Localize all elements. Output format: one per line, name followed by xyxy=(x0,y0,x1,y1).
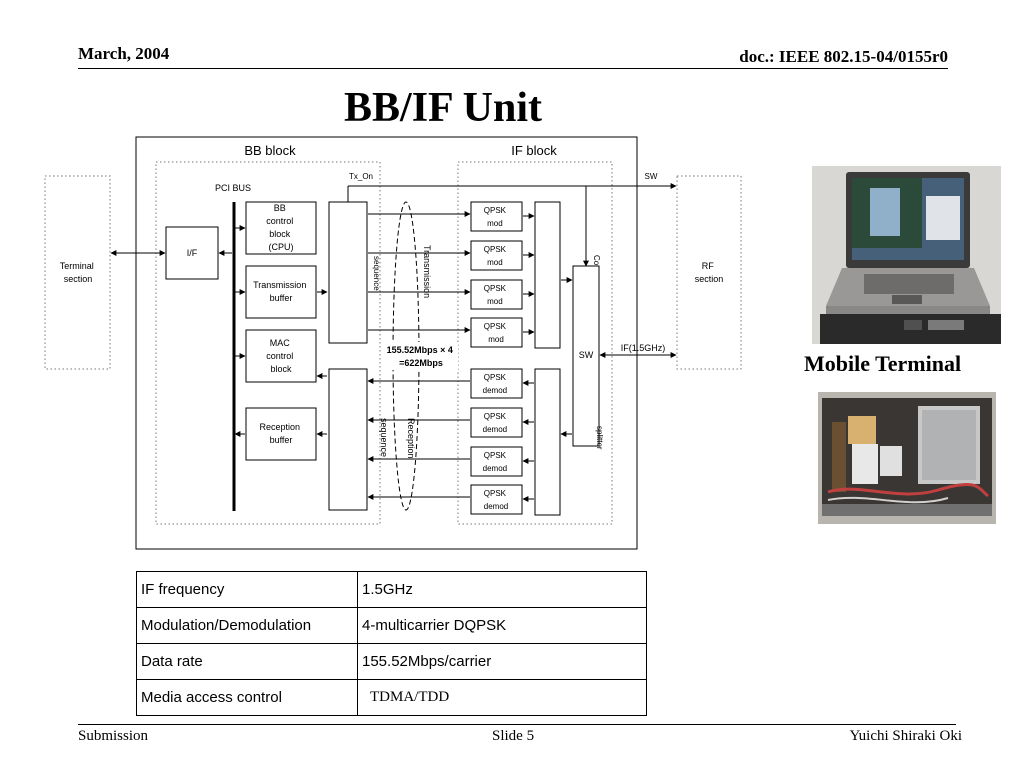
terminal-section-label: Terminal section xyxy=(60,261,97,284)
qpsk-demod-2 xyxy=(470,407,523,438)
if-interface-label: I/F xyxy=(187,248,198,258)
header-rule xyxy=(78,68,948,69)
table-row: IF frequency 1.5GHz xyxy=(136,571,647,608)
rf-section-label: RF section xyxy=(695,261,724,284)
table-cell: 1.5GHz xyxy=(357,571,647,608)
qpsk-demod-4 xyxy=(470,484,523,515)
spec-table: IF frequency 1.5GHz Modulation/Demodulat… xyxy=(136,571,647,716)
tx-on-label: Tx_On xyxy=(349,172,373,181)
table-cell: Media access control xyxy=(136,679,358,716)
tx-seq-label-1: Transmission xyxy=(422,245,432,298)
table-row: Media access control TDMA/TDD xyxy=(136,679,647,716)
transmission-buffer-label: Transmission buffer xyxy=(253,280,309,303)
block-diagram: BB block IF block Terminal section RF se… xyxy=(44,136,742,550)
laptop-illustration xyxy=(812,166,1001,344)
bb-control-block xyxy=(245,201,317,255)
header-date: March, 2004 xyxy=(78,44,170,63)
rx-seq-label-1: Reception xyxy=(406,418,416,459)
table-cell: 4-multicarrier DQPSK xyxy=(357,607,647,644)
reception-buffer-block xyxy=(245,407,317,461)
footer-rule xyxy=(78,724,956,725)
qpsk-mod-4 xyxy=(470,317,523,348)
slide-title: BB/IF Unit xyxy=(344,85,542,131)
sw-box xyxy=(572,265,600,447)
bbif-frame xyxy=(135,136,638,550)
table-cell: IF frequency xyxy=(136,571,358,608)
bb-block-region xyxy=(155,161,381,525)
if-frequency-label: IF(1.5GHz) xyxy=(621,343,666,353)
sw-control-label: SW xyxy=(645,172,658,181)
footer-slide-number: Slide 5 xyxy=(492,728,535,744)
splitter-label: splitter xyxy=(595,426,604,450)
circuit-illustration xyxy=(818,392,996,524)
qpsk-mod-2 xyxy=(470,240,523,271)
combiner-label: Co xyxy=(592,255,601,266)
header-doc-id: doc.: IEEE 802.15-04/0155r0 xyxy=(739,47,948,66)
svg-text:QPSK mod QPSK mod: QPSK mod QPSK mod QPSK mod QPSK mod xyxy=(484,206,508,344)
if-interface-box xyxy=(165,226,219,280)
qpsk-demod-1 xyxy=(470,368,523,399)
table-cell: 155.52Mbps/carrier xyxy=(357,643,647,680)
qpsk-mod-1 xyxy=(470,201,523,232)
tx-seq-label-2: sequence xyxy=(372,256,381,291)
pci-bus-label: PCI BUS xyxy=(215,183,251,193)
tx-sequence-block xyxy=(328,201,368,344)
qpsk-mod-3 xyxy=(470,279,523,310)
table-cell: Modulation/Demodulation xyxy=(136,607,358,644)
splitter-block xyxy=(534,368,561,516)
aggregate-rate-label: 155.52Mbps × 4 =622Mbps xyxy=(387,345,456,368)
table-row: Modulation/Demodulation 4-multicarrier D… xyxy=(136,607,647,644)
if-block-label: IF block xyxy=(511,143,557,158)
laptop-photo xyxy=(812,166,1001,344)
if-block-region xyxy=(457,161,613,525)
svg-text:QPSK demod QPSK de: QPSK demod QPSK demod QPSK demod QPSK de… xyxy=(483,373,510,511)
bb-block-label: BB block xyxy=(244,143,296,158)
sw-box-label: SW xyxy=(579,350,594,360)
photo-caption: Mobile Terminal xyxy=(804,351,962,376)
mac-control-label: MAC control block xyxy=(266,338,296,374)
footer-submission: Submission xyxy=(78,728,149,744)
rf-section-box xyxy=(676,175,742,370)
rx-seq-label-2: sequence xyxy=(379,418,389,457)
table-row: Data rate 155.52Mbps/carrier xyxy=(136,643,647,680)
table-cell: Data rate xyxy=(136,643,358,680)
footer-author: Yuichi Shiraki Oki xyxy=(849,728,963,744)
terminal-section-box xyxy=(44,175,111,370)
bb-control-label: BB control block (CPU) xyxy=(266,203,296,252)
qpsk-demod-3 xyxy=(470,446,523,477)
transmission-buffer-block xyxy=(245,265,317,319)
mac-control-block xyxy=(245,329,317,383)
rx-sequence-block xyxy=(328,368,368,511)
combiner-block xyxy=(534,201,561,349)
circuit-board-photo xyxy=(818,392,996,524)
table-cell: TDMA/TDD xyxy=(357,679,647,716)
reception-buffer-label: Reception buffer xyxy=(259,422,302,445)
